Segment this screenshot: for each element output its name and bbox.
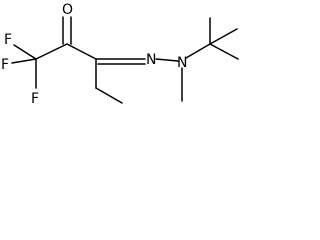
bond-ch2-ch3 [95,87,123,104]
bond-n-n [155,58,179,62]
fluorine-atom-label-left: F [1,57,9,73]
hydrazine-nitrogen-label: N [177,55,187,71]
bond-carbonyl-imine-carbon [66,43,97,60]
structure-diagram: O F F F N N [0,0,252,132]
fluorine-atom-label-top: F [4,32,12,48]
bond-cf3-carbonyl [35,43,68,60]
bond-tbutyl-methyl-right [209,28,238,45]
oxygen-atom-label: O [62,2,73,18]
fluorine-atom-label-bottom: F [31,91,39,107]
bond-c-f-left [11,58,37,64]
bond-tbutyl-methyl-bottom [209,43,239,60]
bond-n-tertiary-carbon [185,43,211,59]
bond-c-f-top [13,44,37,60]
molecule-drawing: O F F F N N [1,2,239,107]
imine-nitrogen-label: N [146,52,156,68]
